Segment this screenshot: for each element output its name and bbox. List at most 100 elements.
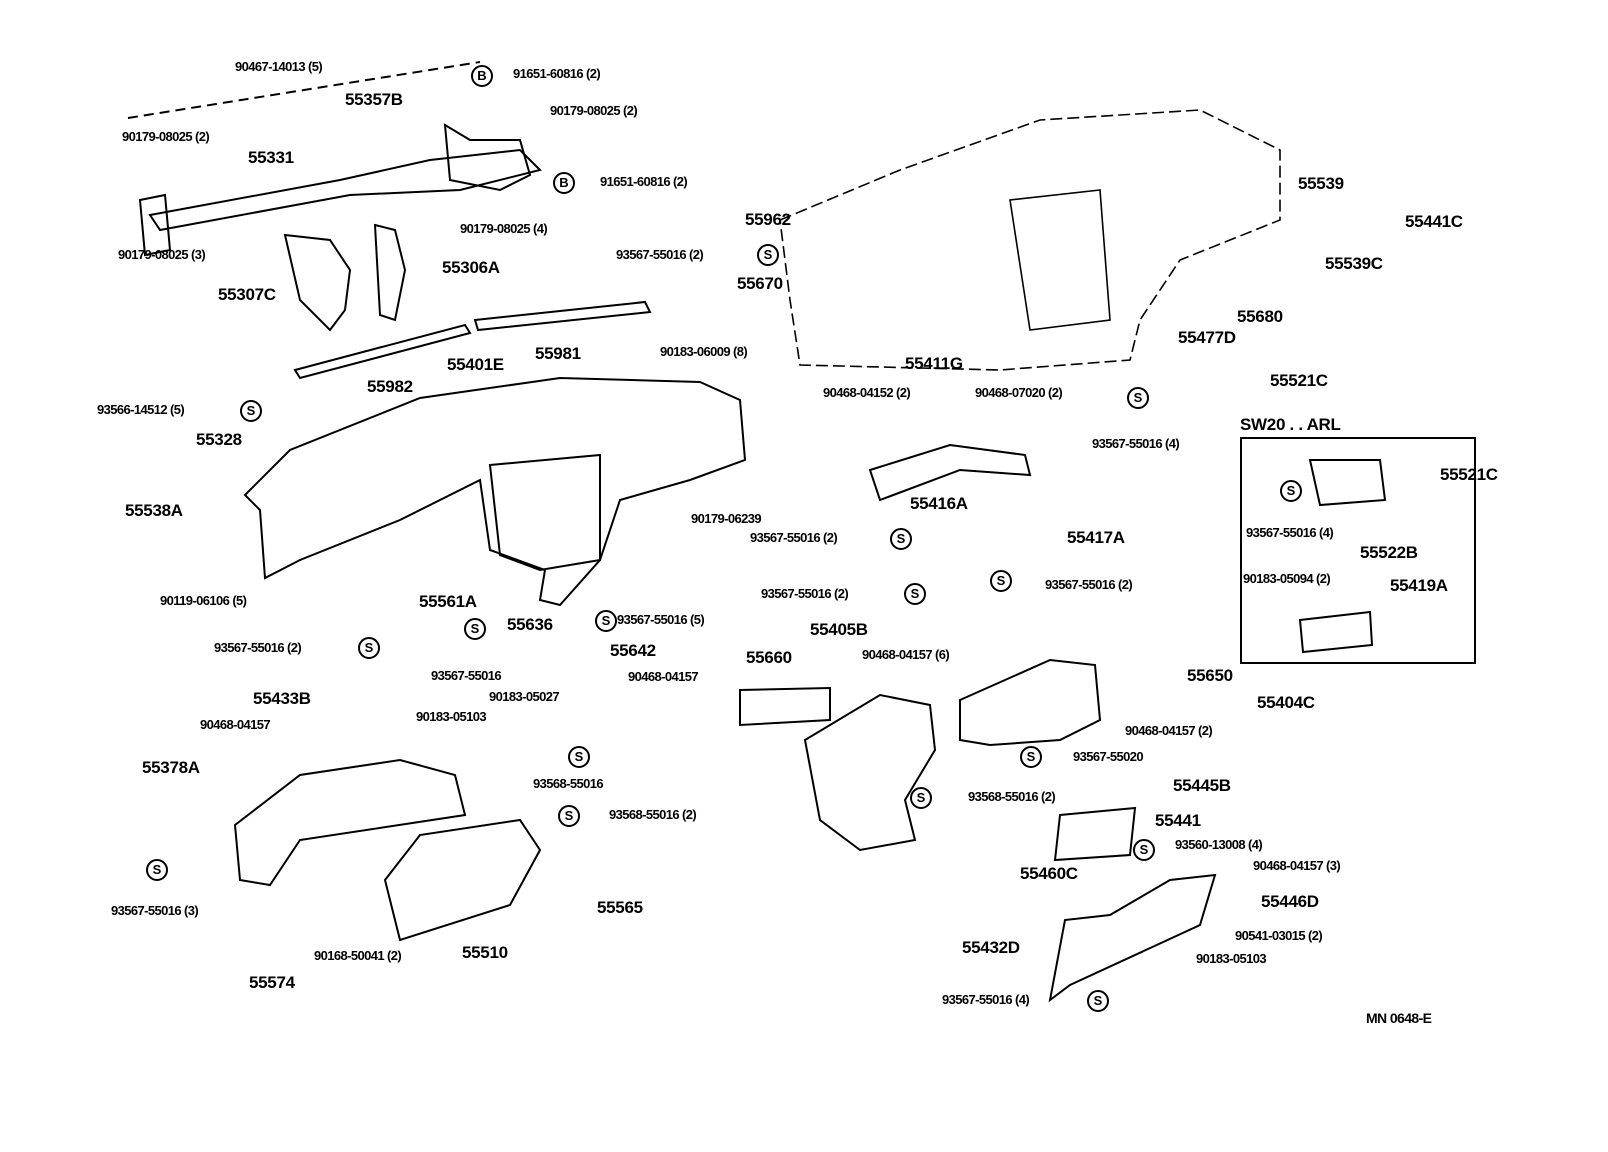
- part-label: 90183-05103: [1196, 951, 1267, 966]
- part-label: 55680: [1237, 307, 1283, 326]
- part-label: 90468-04157 (2): [1125, 723, 1213, 738]
- part-label: 93567-55016: [431, 668, 502, 683]
- instrument-panel: [243, 376, 747, 607]
- screw-marker-icon: S: [990, 570, 1012, 592]
- part-label: 55432D: [962, 938, 1020, 957]
- part-label: 90179-06239: [691, 511, 762, 526]
- part-label: 55561A: [419, 592, 477, 611]
- part-label: 55522B: [1360, 543, 1418, 562]
- part-label: 93567-55016 (3): [111, 903, 199, 918]
- reinforcement-bar: [127, 61, 542, 257]
- part-label: 90468-07020 (2): [975, 385, 1063, 400]
- part-label: 90183-05094 (2): [1243, 571, 1331, 586]
- part-label: 90467-14013 (5): [235, 59, 323, 74]
- part-label: 55510: [462, 943, 508, 962]
- part-label: 55477D: [1178, 328, 1236, 347]
- part-label: 90468-04157 (3): [1253, 858, 1341, 873]
- lower-finish-panel: [1048, 806, 1217, 1003]
- screw-marker-icon: S: [358, 637, 380, 659]
- part-label: 55306A: [442, 258, 500, 277]
- part-label: 55378A: [142, 758, 200, 777]
- screw-marker-icon: S: [1020, 746, 1042, 768]
- part-label: 90468-04152 (2): [823, 385, 911, 400]
- part-label: 93567-55016 (4): [1092, 436, 1180, 451]
- part-label: 90179-08025 (2): [122, 129, 210, 144]
- part-label: 55982: [367, 377, 413, 396]
- screw-marker-icon: S: [595, 610, 617, 632]
- part-label: 93567-55016 (2): [761, 586, 849, 601]
- part-label: 55660: [746, 648, 792, 667]
- part-label: 55445B: [1173, 776, 1231, 795]
- screw-marker-icon: S: [240, 400, 262, 422]
- diagram-code: MN 0648-E: [1366, 1010, 1432, 1026]
- part-label: 55404C: [1257, 693, 1315, 712]
- part-label: 90468-04157: [628, 669, 699, 684]
- part-label: 93567-55016 (2): [750, 530, 838, 545]
- part-label: 55307C: [218, 285, 276, 304]
- part-label: 55460C: [1020, 864, 1078, 883]
- part-label: 55636: [507, 615, 553, 634]
- part-label: 93568-55016: [533, 776, 604, 791]
- part-label: 93567-55016 (5): [617, 612, 705, 627]
- part-label: 55565: [597, 898, 643, 917]
- part-label: 55405B: [810, 620, 868, 639]
- part-label: 90119-06106 (5): [160, 593, 247, 608]
- part-label: 55441C: [1405, 212, 1463, 231]
- part-label: 93567-55016 (4): [942, 992, 1030, 1007]
- part-label: 93567-55016 (2): [616, 247, 704, 262]
- defroster-nozzles: [293, 300, 652, 380]
- part-label: 91651-60816 (2): [513, 66, 601, 81]
- screw-marker-icon: S: [904, 583, 926, 605]
- part-label: 55331: [248, 148, 294, 167]
- part-label: 90183-06009 (8): [660, 344, 748, 359]
- screw-marker-icon: S: [1280, 480, 1302, 502]
- part-label: 90179-08025 (3): [118, 247, 206, 262]
- screw-marker-icon: S: [464, 618, 486, 640]
- part-label: 90468-04157: [200, 717, 271, 732]
- part-label: 93567-55016 (2): [1045, 577, 1133, 592]
- part-label: 55521C: [1270, 371, 1328, 390]
- part-label: 55446D: [1261, 892, 1319, 911]
- screw-marker-icon: S: [146, 859, 168, 881]
- part-label: 55574: [249, 973, 295, 992]
- brackets: [283, 223, 407, 332]
- part-label: 90468-04157 (6): [862, 647, 950, 662]
- variant-title: SW20 . . ARL: [1240, 415, 1341, 434]
- screw-marker-icon: S: [1087, 990, 1109, 1012]
- screw-marker-icon: S: [910, 787, 932, 809]
- part-label: 90179-08025 (4): [460, 221, 548, 236]
- part-label: 55441: [1155, 811, 1201, 830]
- bolt-marker-icon: B: [471, 65, 493, 87]
- screw-marker-icon: S: [1127, 387, 1149, 409]
- part-label: 55417A: [1067, 528, 1125, 547]
- part-label: 55328: [196, 430, 242, 449]
- part-label: 55416A: [910, 494, 968, 513]
- part-label: 55670: [737, 274, 783, 293]
- part-label: 55521C: [1440, 465, 1498, 484]
- part-label: 90183-05103: [416, 709, 487, 724]
- heater-register: [868, 443, 1032, 502]
- part-label: 55419A: [1390, 576, 1448, 595]
- part-label: 55538A: [125, 501, 183, 520]
- bolt-marker-icon: B: [553, 172, 575, 194]
- screw-marker-icon: S: [890, 528, 912, 550]
- part-label: 55411G: [905, 354, 963, 373]
- part-label: 55433B: [253, 689, 311, 708]
- part-label: 55642: [610, 641, 656, 660]
- part-label: 93567-55020: [1073, 749, 1144, 764]
- part-label: 93567-55016 (4): [1246, 525, 1334, 540]
- screw-marker-icon: S: [558, 805, 580, 827]
- part-label: 93560-13008 (4): [1175, 837, 1263, 852]
- part-label: 90168-50041 (2): [314, 948, 402, 963]
- screw-marker-icon: S: [1133, 839, 1155, 861]
- screw-marker-icon: S: [757, 244, 779, 266]
- part-label: 55962: [745, 210, 791, 229]
- part-label: 93568-55016 (2): [968, 789, 1056, 804]
- screw-marker-icon: S: [568, 746, 590, 768]
- part-label: 55539: [1298, 174, 1344, 193]
- part-label: 55650: [1187, 666, 1233, 685]
- part-label: 90541-03015 (2): [1235, 928, 1323, 943]
- part-label: 93566-14512 (5): [97, 402, 185, 417]
